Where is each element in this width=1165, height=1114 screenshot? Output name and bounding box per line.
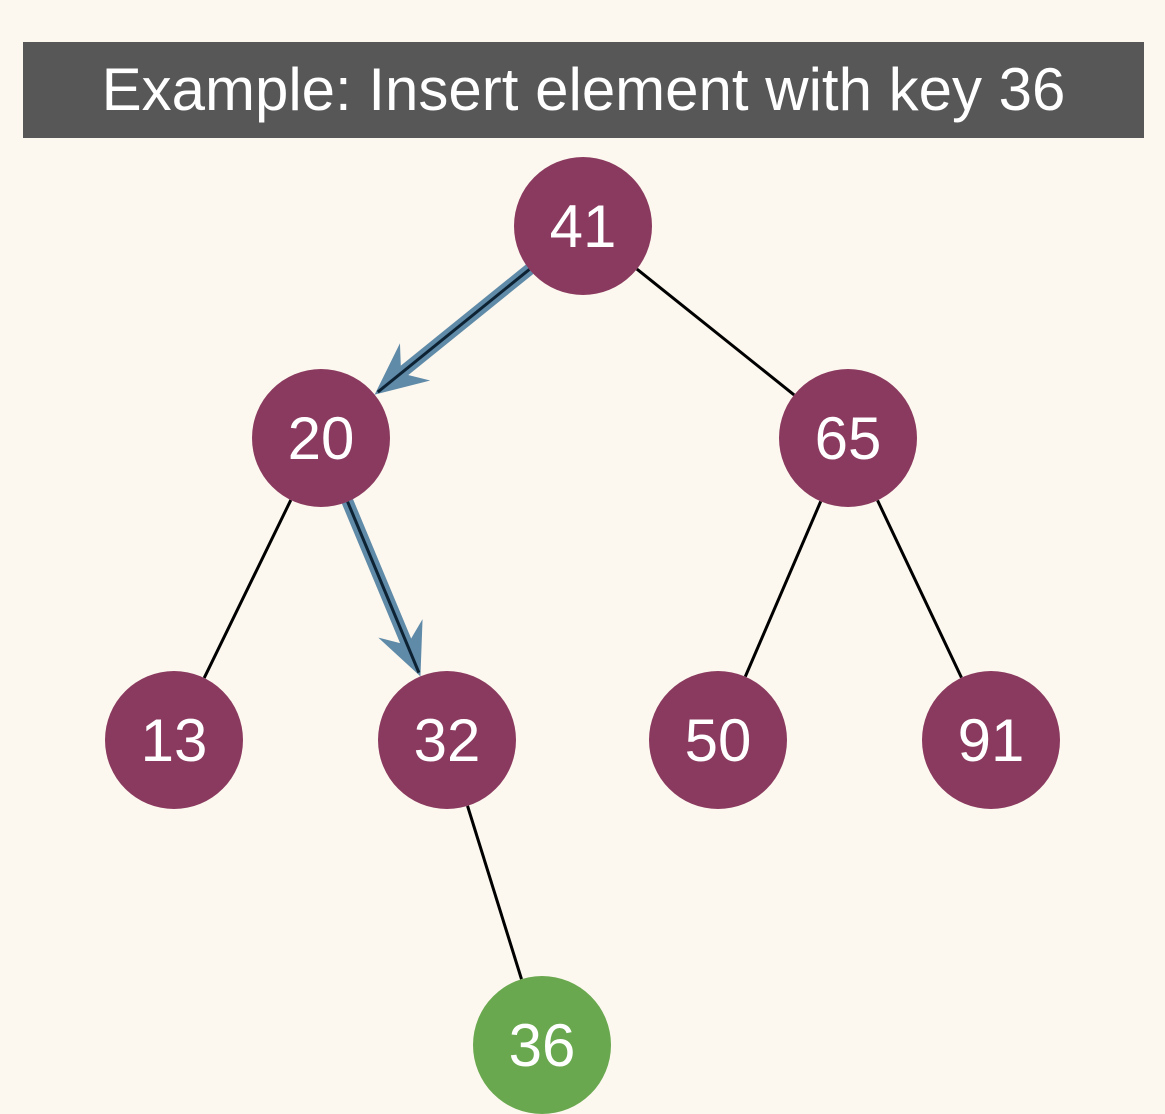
tree-node-13: 13 <box>105 671 243 809</box>
tree-node-65: 65 <box>779 369 917 507</box>
tree-node-50: 50 <box>649 671 787 809</box>
node-key-label: 65 <box>815 405 882 472</box>
node-circle <box>649 671 787 809</box>
node-key-label: 91 <box>958 707 1025 774</box>
node-circle <box>779 369 917 507</box>
tree-edge-65-91 <box>876 499 963 679</box>
node-circle <box>252 369 390 507</box>
edges-layer <box>202 263 963 980</box>
diagram-title: Example: Insert element with key 36 <box>23 42 1144 138</box>
tree-node-41: 41 <box>514 157 652 295</box>
tree-node-20: 20 <box>252 369 390 507</box>
nodes-layer: 41 20 65 13 32 50 91 36 <box>105 157 1060 1114</box>
node-key-label: 36 <box>509 1012 576 1079</box>
tree-node-32: 32 <box>378 671 516 809</box>
node-key-label: 13 <box>141 707 208 774</box>
tree-edge-32-36 <box>466 805 523 980</box>
tree-node-36: 36 <box>473 976 611 1114</box>
inserted-node-circle <box>473 976 611 1114</box>
node-key-label: 32 <box>414 707 481 774</box>
node-circle <box>922 671 1060 809</box>
tree-edge-65-50 <box>743 500 823 678</box>
tree-edge-41-65 <box>635 267 796 397</box>
search-path-arrow-41-20 <box>374 263 536 395</box>
node-key-label: 20 <box>288 405 355 472</box>
tree-node-91: 91 <box>922 671 1060 809</box>
node-circle <box>514 157 652 295</box>
search-path-arrow-20-32 <box>341 495 423 677</box>
node-circle <box>105 671 243 809</box>
node-circle <box>378 671 516 809</box>
node-key-label: 50 <box>685 707 752 774</box>
node-key-label: 41 <box>550 193 617 260</box>
tree-edge-20-13 <box>202 499 293 679</box>
